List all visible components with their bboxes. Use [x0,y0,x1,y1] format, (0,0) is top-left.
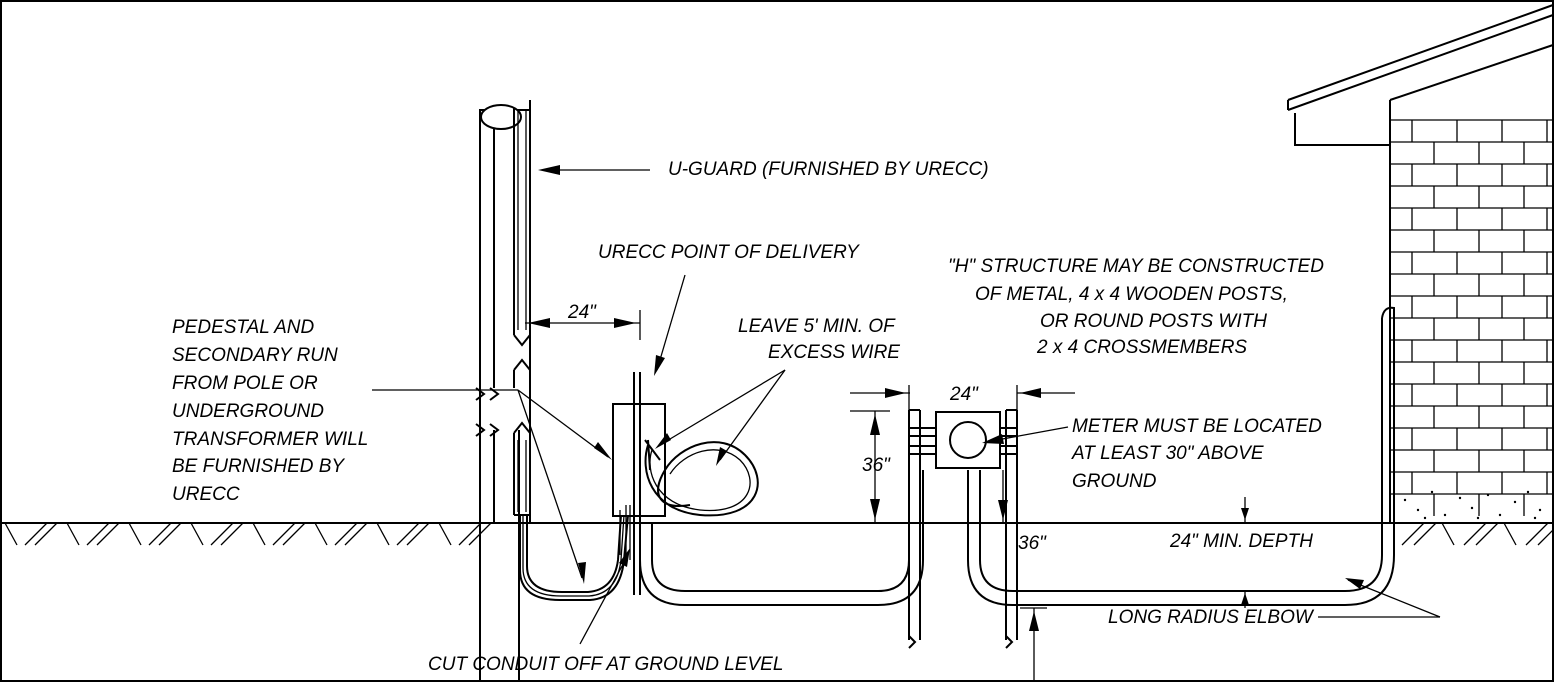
pedestal-note-line-5: TRANSFORMER WILL [172,429,368,450]
h-structure-note-line-1: "H" STRUCTURE MAY BE CONSTRUCTED [948,256,1324,277]
post-depth-dimension: 36" [1018,533,1047,554]
pedestal-note-line-7: URECC [172,484,240,505]
pedestal-note-line-2: SECONDARY RUN [172,345,338,366]
conduit-right [967,306,1395,606]
cut-conduit-label: CUT CONDUIT OFF AT GROUND LEVEL [428,654,783,675]
pedestal [612,372,759,595]
u-guard-label: U-GUARD (FURNISHED BY URECC) [668,159,989,180]
h-structure-note-line-3: OR ROUND POSTS WITH [1040,311,1267,332]
conduit-left [639,470,924,606]
pedestal-note-line-3: FROM POLE OR [172,373,318,394]
pedestal-note-line-6: BE FURNISHED BY [172,456,345,477]
pedestal-note-line-1: PEDESTAL AND [172,317,314,338]
h-structure-width-dimension: 24" [949,384,979,405]
arrowheads [528,165,1364,631]
meter-base [935,411,1001,469]
pedestal-note-line-4: UNDERGROUND [172,401,324,422]
gravel-fill [1403,490,1542,520]
min-depth-label: 24" MIN. DEPTH [1169,531,1313,552]
excess-wire-line-2: EXCESS WIRE [768,342,900,363]
u-guard [513,100,531,516]
meter-height-dimension: 36" [862,455,891,476]
excess-wire-line-1: LEAVE 5' MIN. OF [738,316,896,337]
point-of-delivery-label: URECC POINT OF DELIVERY [598,242,860,263]
h-structure [908,409,1018,649]
meter-note-line-2: AT LEAST 30" ABOVE [1071,443,1264,464]
h-structure-note-line-4: 2 x 4 CROSSMEMBERS [1036,337,1247,358]
meter-note-line-3: GROUND [1072,471,1157,492]
long-radius-elbow-label: LONG RADIUS ELBOW [1108,607,1315,628]
h-structure-note-line-2: OF METAL, 4 x 4 WOODEN POSTS, [975,284,1288,305]
house [1287,4,1554,523]
secondary-cable [519,514,629,601]
meter-note-line-1: METER MUST BE LOCATED [1072,416,1322,437]
pole-to-pedestal-dimension: 24" [567,302,597,323]
